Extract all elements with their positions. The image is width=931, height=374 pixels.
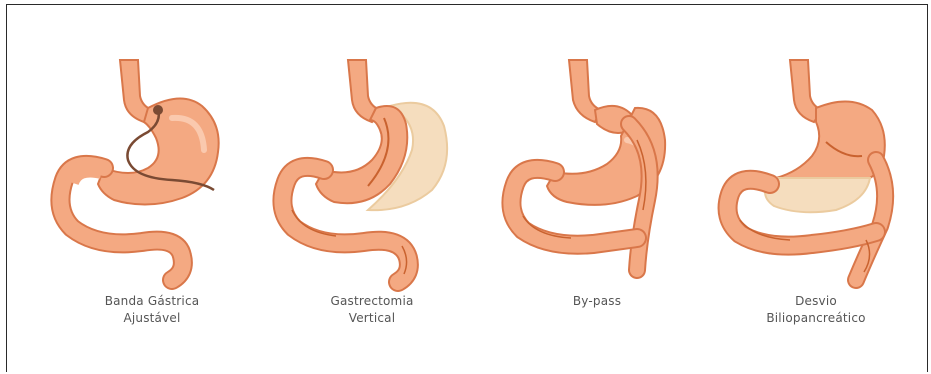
stomach-band-icon	[52, 60, 252, 290]
caption-line-2: Biliopancreático	[716, 310, 916, 327]
caption-line-2: Ajustável	[52, 310, 252, 327]
caption-line-1: By-pass	[497, 293, 697, 310]
procedure-caption-sleeve: Gastrectomia Vertical	[272, 293, 472, 327]
procedure-caption-biliopancreatic: Desvio Biliopancreático	[716, 293, 916, 327]
procedure-panel-gastric-band	[52, 60, 252, 290]
stomach-biliopancreatic-icon	[716, 60, 916, 290]
procedure-panel-biliopancreatic	[716, 60, 916, 290]
procedure-panel-sleeve	[272, 60, 472, 290]
caption-line-1: Banda Gástrica	[52, 293, 252, 310]
procedure-caption-gastric-band: Banda Gástrica Ajustável	[52, 293, 252, 327]
caption-line-2: Vertical	[272, 310, 472, 327]
procedure-panel-bypass	[497, 60, 697, 290]
procedure-caption-bypass: By-pass	[497, 293, 697, 310]
caption-line-1: Desvio	[716, 293, 916, 310]
stomach-sleeve-icon	[272, 60, 472, 290]
caption-line-1: Gastrectomia	[272, 293, 472, 310]
stomach-bypass-icon	[497, 60, 697, 290]
